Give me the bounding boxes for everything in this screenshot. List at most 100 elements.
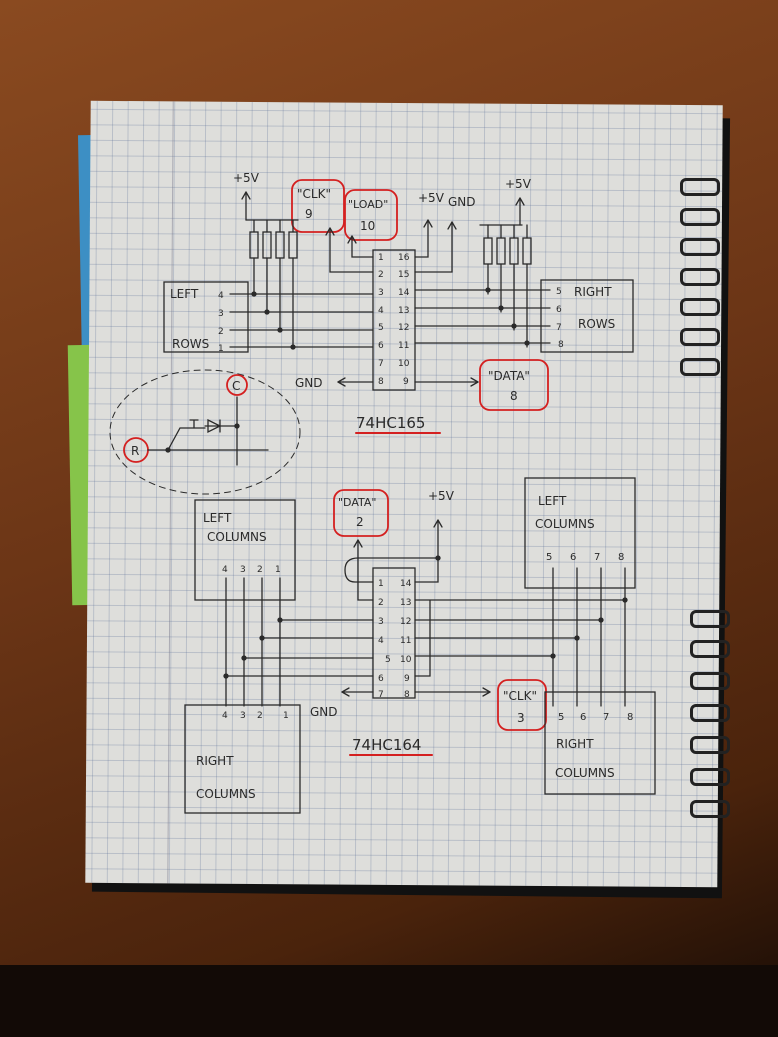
left-rows-wires	[229, 291, 374, 350]
pullup-right-resistors	[483, 224, 532, 348]
chip-74hc165-label: 74HC165	[356, 414, 425, 432]
data-tag-box	[333, 489, 389, 537]
chip-74hc164-body	[372, 567, 416, 699]
left-columns-title: LEFT	[203, 511, 232, 525]
clk-tag-text: "CLK"	[503, 689, 537, 703]
pin-label: 2	[257, 711, 263, 721]
pin-label: 3	[218, 309, 224, 319]
left-columns-title: LEFT	[538, 494, 567, 508]
resistor	[288, 231, 298, 259]
pin-label: 2	[218, 327, 224, 337]
pin-label: 16	[398, 253, 410, 263]
data-tag-num: 8	[510, 389, 518, 403]
spiral-ring	[690, 736, 730, 754]
left-rows-subtitle: ROWS	[172, 337, 209, 351]
pin-label: 1	[283, 711, 289, 721]
spiral-ring	[680, 268, 720, 286]
pin-label: 4	[378, 306, 384, 316]
pullup-left-arrow	[241, 191, 251, 200]
right-columns-box-right	[544, 691, 656, 795]
right-columns-title: RIGHT	[196, 754, 234, 768]
data-tag-box	[479, 359, 549, 411]
pin-label: 6	[378, 341, 384, 351]
column-label: C	[232, 379, 240, 393]
load-arrow	[347, 235, 357, 244]
supply-right-label: +5V	[505, 177, 532, 191]
supply-arrow	[423, 219, 433, 228]
junction-dot	[435, 555, 441, 561]
pin-label: 10	[400, 655, 412, 665]
pin-label: 7	[603, 712, 609, 723]
left-columns-box	[194, 499, 296, 601]
right-columns-box	[184, 704, 301, 814]
resistor	[509, 237, 519, 265]
clk-tag-box	[497, 679, 547, 731]
pin-label: 7	[378, 359, 384, 369]
pin-label: 11	[398, 341, 409, 351]
pin-label: 5	[378, 323, 384, 333]
pin-label: 9	[403, 377, 409, 387]
spiral-ring	[690, 640, 730, 658]
pin-label: 8	[558, 340, 564, 350]
pin-label: 7	[378, 690, 384, 700]
chip-74hc165-body	[372, 249, 416, 391]
resistor-leads	[253, 219, 294, 233]
right-columns-subtitle: COLUMNS	[196, 787, 256, 801]
clk-arrow	[325, 227, 335, 236]
pin-label: 3	[240, 711, 246, 721]
data-tag-text: "DATA"	[488, 369, 530, 383]
diode-icon	[204, 418, 238, 434]
pin-label: 5	[556, 287, 562, 297]
pin-label: 12	[398, 323, 409, 333]
left-columns-box-right	[524, 477, 636, 589]
load-tag-text: "LOAD"	[348, 198, 388, 211]
clk-wire	[329, 227, 374, 273]
pin-label: 7	[594, 552, 600, 563]
load-wire	[351, 235, 374, 258]
supply-gnd-label: GND	[448, 195, 476, 209]
pin-label: 2	[378, 270, 384, 280]
desk-shadow	[0, 965, 778, 1037]
chip-74hc164-label: 74HC164	[352, 736, 421, 754]
right-columns-subtitle: COLUMNS	[555, 766, 615, 780]
gnd-top-wire	[414, 221, 453, 273]
junction-dot	[234, 423, 240, 429]
pin-label: 7	[556, 323, 562, 333]
data-arrow	[353, 539, 363, 548]
supply-left-label: +5V	[233, 171, 260, 185]
pin-label: 1	[378, 579, 384, 589]
data-wire	[357, 539, 374, 601]
pullup-right-arrow	[515, 197, 525, 206]
spiral-ring	[680, 328, 720, 346]
pin-label: 4	[222, 565, 228, 575]
pin-label: 10	[398, 359, 410, 369]
pin-label: 5	[546, 552, 552, 563]
supply-label: +5V	[428, 489, 455, 503]
pin-label: 3	[240, 565, 246, 575]
data-tag-text: "DATA"	[338, 496, 376, 509]
supply-label: +5V	[418, 191, 445, 205]
gnd-label: GND	[310, 705, 338, 719]
row-label: R	[131, 444, 139, 458]
clk-tag-num: 9	[305, 207, 313, 221]
resistor	[249, 231, 259, 259]
resistor	[522, 237, 532, 265]
chip-74hc164-right-pins: 14 13 12 11 10 9 8	[400, 579, 412, 700]
data-loop	[344, 557, 439, 583]
chip-74hc164: 1 2 3 4 5 6 7 14 13 12 11 10 9 8 74HC164…	[184, 477, 656, 814]
spiral-ring	[680, 178, 720, 196]
column-marker	[226, 374, 248, 396]
clk-arrow	[482, 687, 491, 697]
resistor-leads	[487, 263, 528, 348]
right-column-wires	[414, 567, 628, 707]
chip-74hc164-left-pins: 1 2 3 4 5 6 7	[378, 579, 391, 700]
switch-contact	[167, 427, 206, 451]
data-arrow	[470, 377, 479, 387]
spiral-ring	[680, 358, 720, 376]
left-rows-box	[163, 281, 249, 353]
pin-label: 1	[378, 253, 384, 263]
pin-label: 2	[257, 565, 263, 575]
pin-label: 3	[378, 288, 384, 298]
pin-label: 5	[558, 712, 564, 723]
resistor	[496, 237, 506, 265]
